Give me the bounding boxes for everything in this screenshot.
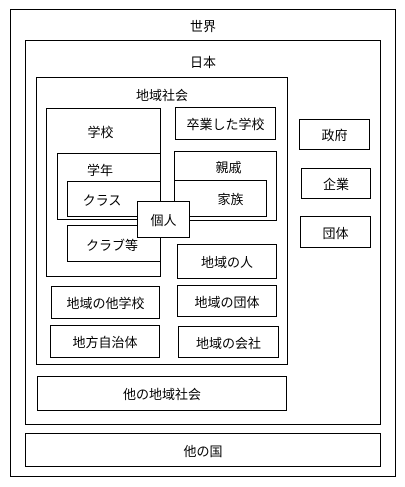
local-company-label: 地域の会社 bbox=[195, 336, 261, 352]
organization-box: 団体 bbox=[300, 216, 371, 248]
individual-label: 個人 bbox=[150, 214, 177, 229]
relatives-label: 親戚 bbox=[215, 161, 242, 176]
other-local-community-label: 他の地域社会 bbox=[122, 388, 201, 403]
other-local-community-box: 他の地域社会 bbox=[37, 376, 287, 411]
local-government-box: 地方自治体 bbox=[50, 325, 160, 358]
graduated-school-box: 卒業した学校 bbox=[175, 107, 276, 140]
japan-label: 日本 bbox=[189, 56, 216, 71]
individual-box: 個人 bbox=[137, 201, 190, 238]
family-label: 家族 bbox=[217, 193, 244, 208]
world-label: 世界 bbox=[189, 20, 216, 35]
other-country-label: 他の国 bbox=[183, 444, 223, 460]
local-other-school-box: 地域の他学校 bbox=[51, 286, 160, 319]
local-people-box: 地域の人 bbox=[177, 244, 277, 279]
government-label: 政府 bbox=[321, 129, 348, 144]
school-label: 学校 bbox=[87, 126, 114, 141]
graduated-school-label: 卒業した学校 bbox=[186, 118, 265, 133]
local-government-label: 地方自治体 bbox=[72, 336, 138, 351]
local-company-box: 地域の会社 bbox=[178, 326, 279, 358]
organization-label: 団体 bbox=[322, 226, 349, 242]
local-community-label: 地域社会 bbox=[135, 89, 188, 104]
company-label: 企業 bbox=[322, 178, 349, 193]
club-label: クラブ等 bbox=[85, 239, 138, 254]
local-group-label: 地域の団体 bbox=[194, 295, 260, 311]
government-box: 政府 bbox=[299, 119, 370, 150]
class-label: クラス bbox=[82, 193, 122, 209]
company-box: 企業 bbox=[301, 168, 371, 199]
other-country-box: 他の国 bbox=[25, 433, 381, 467]
family-box: 家族 bbox=[174, 180, 267, 217]
local-group-box: 地域の団体 bbox=[177, 285, 277, 317]
local-people-label: 地域の人 bbox=[200, 256, 253, 271]
local-other-school-label: 地域の他学校 bbox=[66, 297, 145, 312]
grade-label: 学年 bbox=[86, 164, 113, 179]
